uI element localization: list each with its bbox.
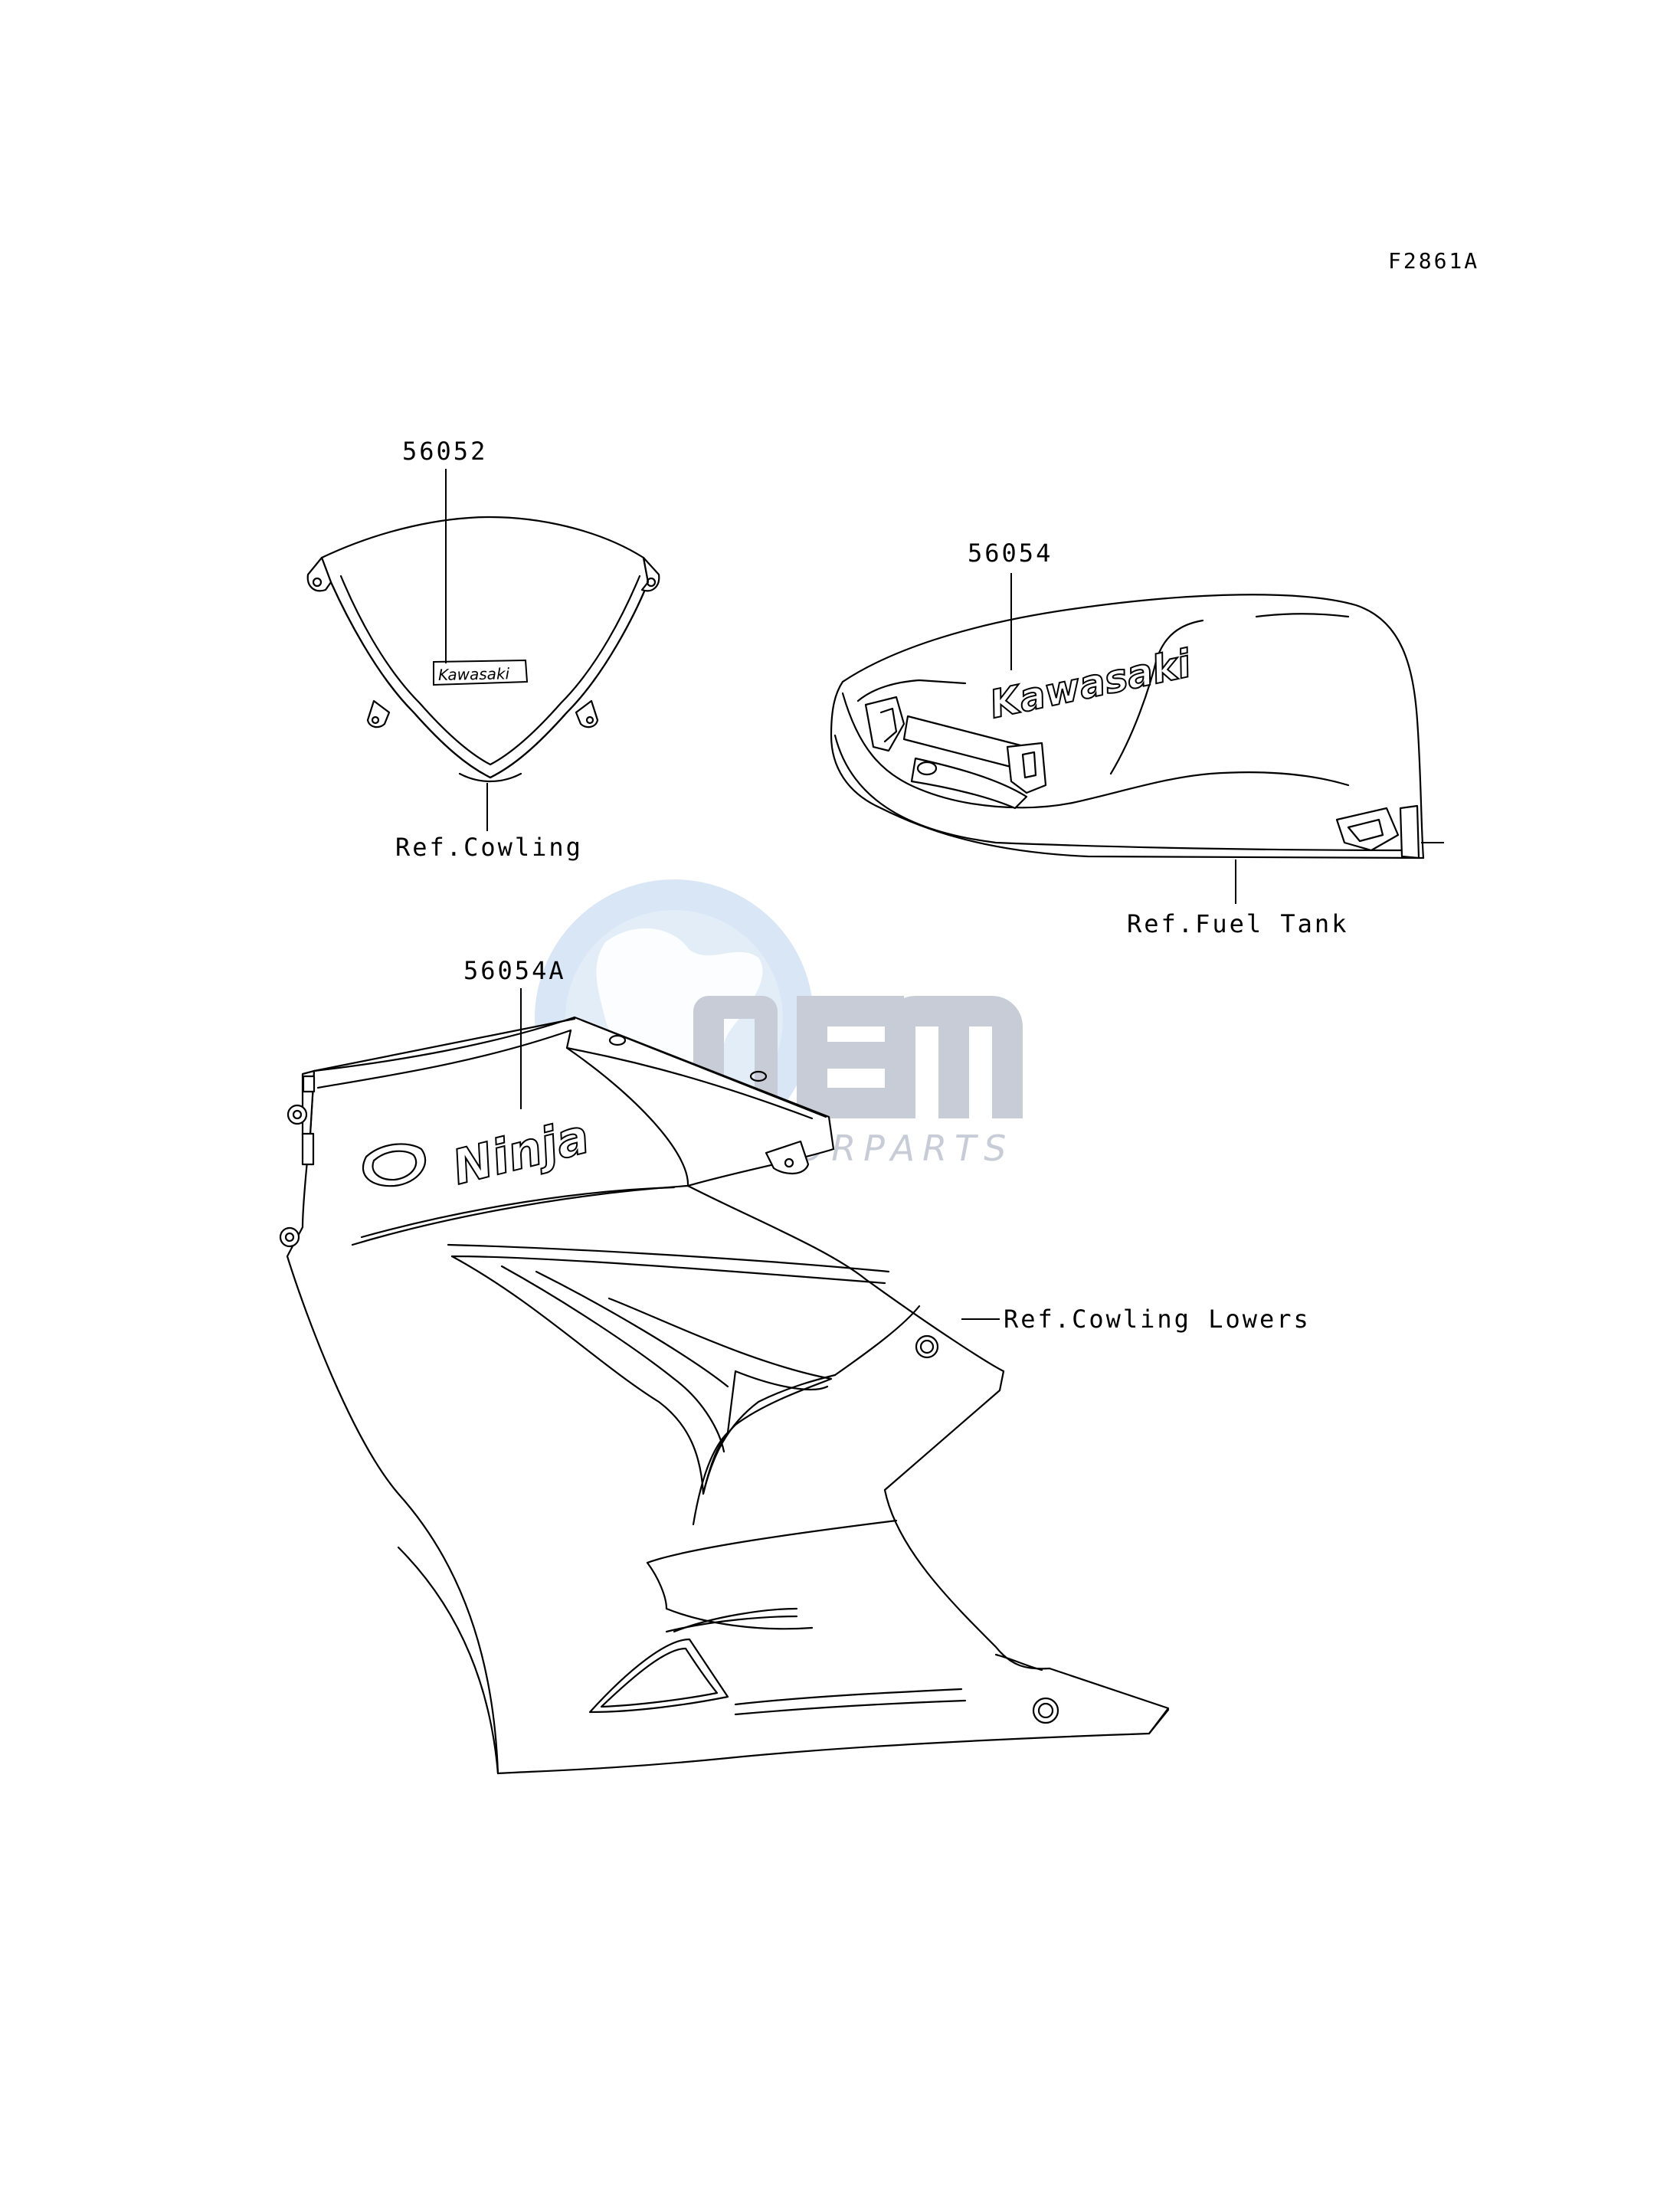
part-number-56054: 56054	[968, 539, 1053, 568]
fuel-tank-part: Kawasaki	[830, 594, 1444, 859]
windshield-part: Kawasaki	[306, 516, 660, 783]
ref-cowling-label: Ref.Cowling	[395, 833, 583, 862]
svg-text:Kawasaki: Kawasaki	[438, 664, 510, 684]
windshield-kawasaki-decal: Kawasaki	[433, 659, 529, 686]
part-number-56054A: 56054A	[463, 956, 566, 985]
ref-fuel-tank-label: Ref.Fuel Tank	[1127, 909, 1348, 938]
part-number-56052: 56052	[402, 437, 487, 466]
ref-cowling-lowers-label: Ref.Cowling Lowers	[1004, 1305, 1311, 1334]
diagram-code: F2861A	[1388, 248, 1479, 273]
side-cowling-part: Ninja	[279, 1016, 1170, 1775]
